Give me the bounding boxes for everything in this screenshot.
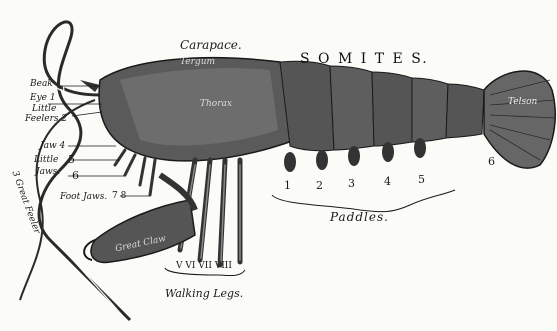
tail-fan [484, 71, 555, 168]
paddle-number-1: 1 [284, 180, 291, 191]
little-feelers-label-a: Little [32, 105, 56, 114]
walking-legs-numbers: V VI VII VIII [176, 262, 232, 271]
paddles-brace [272, 190, 455, 212]
telson-label: Telson [508, 98, 537, 107]
paddle-number-4: 4 [384, 176, 391, 187]
abdomen-somites [280, 61, 484, 151]
walking-legs-label: Walking Legs. [165, 288, 243, 299]
paddle-number-2: 2 [316, 180, 323, 191]
thorax-label: Thorax [200, 100, 232, 109]
beak-label: Beak [30, 80, 53, 89]
carapace-label: Carapace. [180, 40, 242, 51]
foot-jaws-nums: 7 8 [112, 192, 126, 201]
little-jaws-num-5: 5 [68, 154, 75, 165]
eye-label: Eye 1 [30, 94, 56, 103]
little-feelers-label-b: Feelers 2 [25, 115, 67, 124]
little-jaws-label-b: Jaws. [36, 168, 60, 177]
great-claw [91, 200, 195, 263]
paddle-number-5: 5 [418, 174, 425, 185]
somites-label: S O M I T E S. [300, 52, 429, 66]
somite-six-number: 6 [488, 156, 495, 167]
foot-jaws-label: Foot Jaws. [60, 193, 107, 202]
paddle-number-3: 3 [348, 178, 355, 189]
jaw-label: Jaw 4 [40, 142, 65, 151]
little-jaws-num-6: 6 [72, 170, 79, 181]
little-jaws-label-a: Little [34, 156, 58, 165]
tergum-label: Tergum [180, 58, 215, 67]
paddles-label: Paddles. [330, 212, 389, 223]
